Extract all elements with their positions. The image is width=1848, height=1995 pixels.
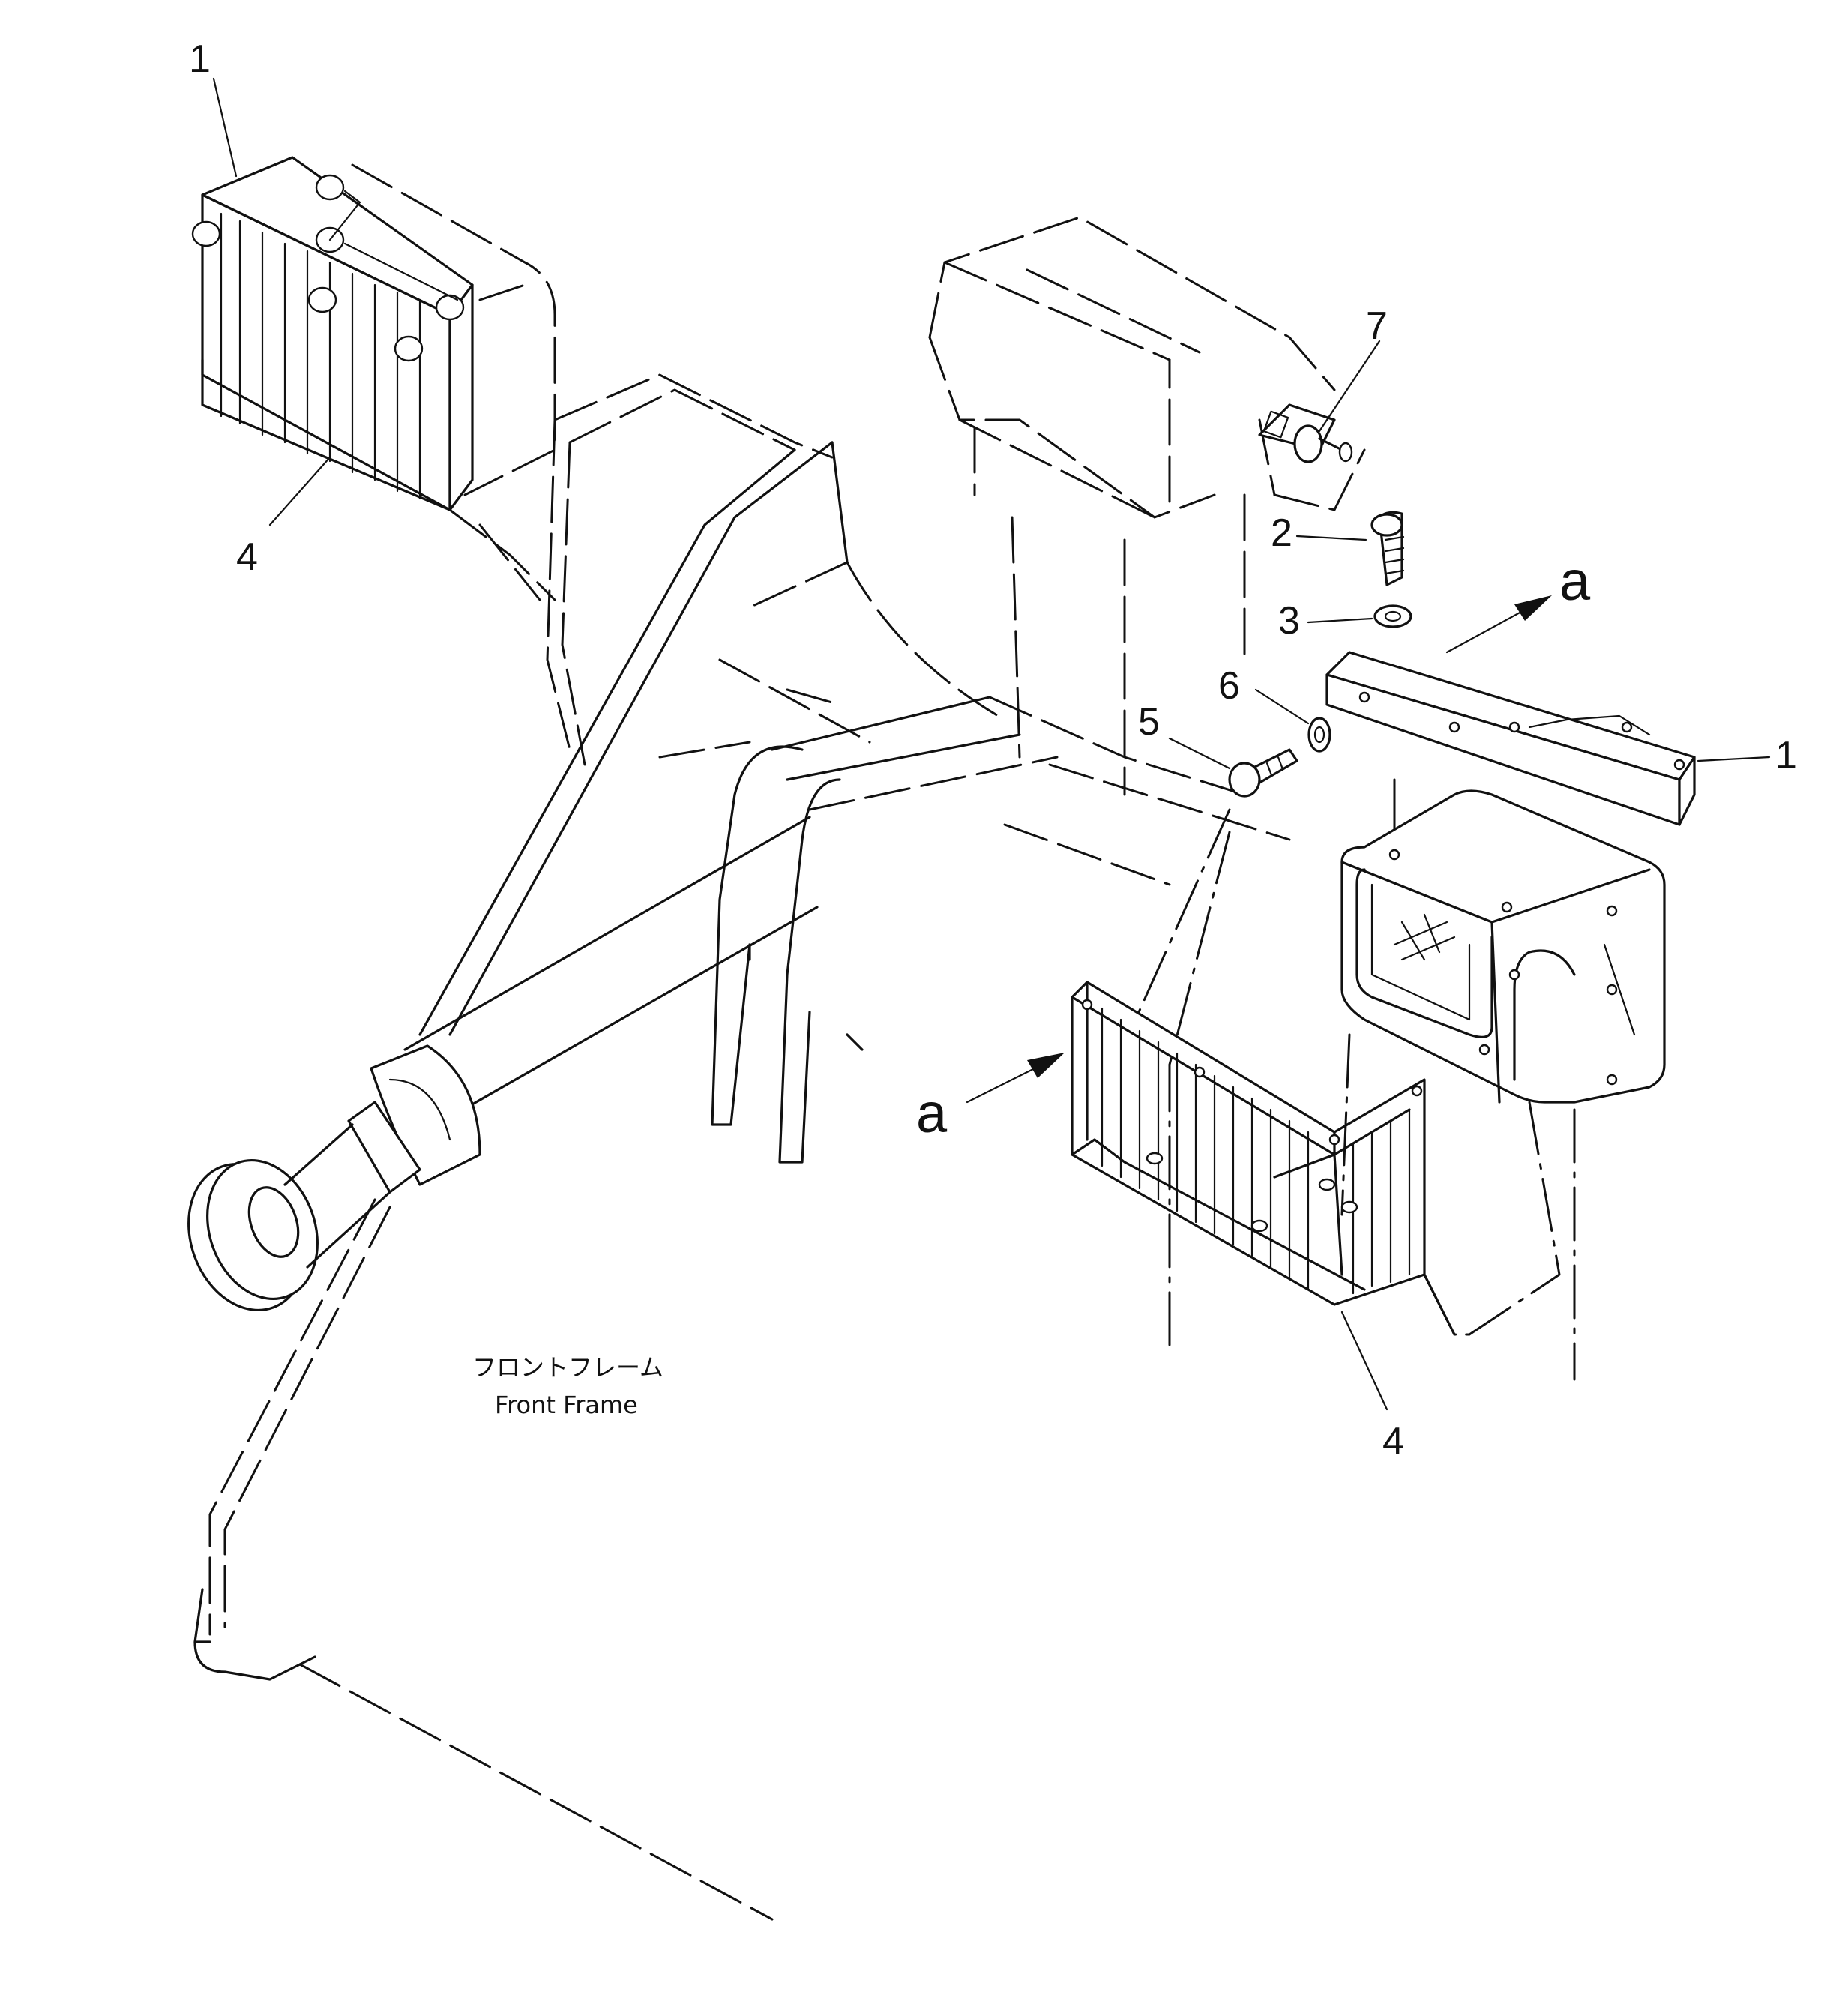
bracket-right <box>1325 651 1696 826</box>
terminal-icon <box>191 220 221 247</box>
battery-right <box>1340 789 1666 1104</box>
front-frame <box>193 373 1576 1921</box>
battery-left <box>191 156 556 601</box>
battery-symbol-icon <box>1393 913 1456 961</box>
washer-3 <box>1373 604 1412 628</box>
callout-item-2: 2 <box>1271 511 1292 555</box>
view-mark-upper: a <box>1559 550 1591 612</box>
callout-tray-right: 4 <box>1382 1420 1404 1463</box>
battery-cell-lines <box>220 212 421 500</box>
battery-upper-right <box>928 216 1366 796</box>
tray-bars <box>1101 1007 1411 1295</box>
hydraulic-cylinder <box>187 816 819 1312</box>
callout-bracket-right: 1 <box>1775 734 1797 777</box>
callout-item-6: 6 <box>1218 664 1240 708</box>
leader-lines <box>212 77 1771 1411</box>
view-mark-lower: a <box>916 1082 948 1144</box>
view-arrow-lower-icon <box>966 1053 1065 1104</box>
callout-item-3: 3 <box>1278 599 1300 643</box>
frame-label-english: Front Frame <box>495 1391 638 1419</box>
washer-6 <box>1307 717 1331 753</box>
callout-item-5: 5 <box>1138 700 1160 744</box>
view-arrow-upper-icon <box>1445 595 1552 654</box>
callout-item-7: 7 <box>1366 304 1388 348</box>
callout-battery-left: 1 <box>189 37 211 81</box>
bolt-2 <box>1370 511 1405 586</box>
frame-label-japanese: フロントフレーム <box>472 1353 663 1382</box>
tray-right <box>1071 981 1426 1306</box>
callout-tray-left: 4 <box>236 535 258 579</box>
switch-icon <box>1293 424 1353 463</box>
bolt-5 <box>1228 748 1298 798</box>
